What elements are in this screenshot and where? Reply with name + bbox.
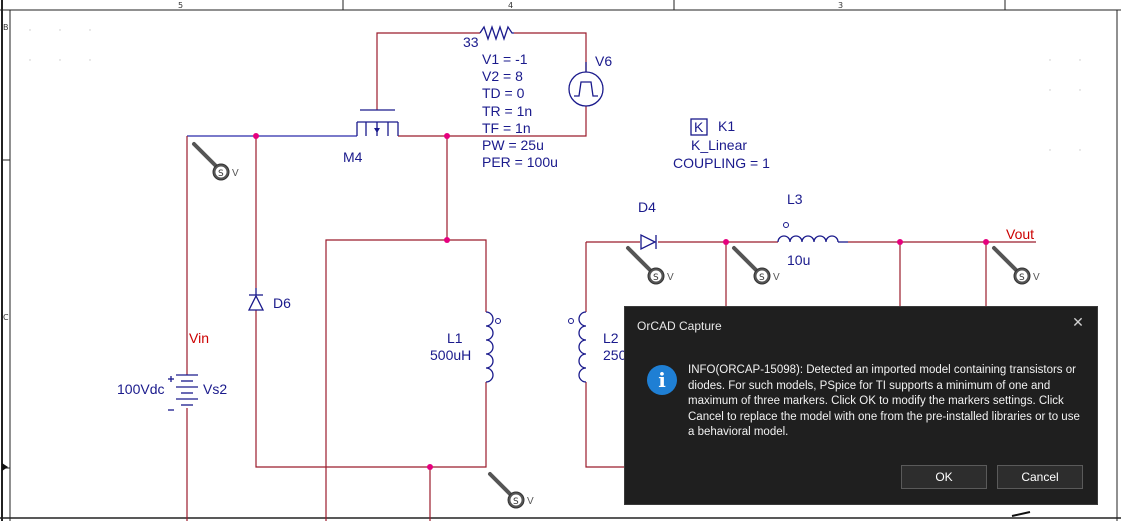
- coupling-symbol-letter: K: [694, 119, 704, 135]
- svg-text:V: V: [773, 272, 780, 283]
- l3-dot-icon: [783, 222, 789, 228]
- svg-text:S: S: [653, 273, 659, 283]
- inductor-l1-name[interactable]: L1: [447, 330, 463, 346]
- inductor-l2-name[interactable]: L2: [603, 330, 619, 346]
- voltage-probe-vout[interactable]: S V: [992, 246, 1040, 285]
- inductor-l3-symbol[interactable]: [777, 235, 839, 243]
- l1-dot-icon: [495, 318, 501, 324]
- dialog-titlebar[interactable]: OrCAD Capture ✕: [625, 307, 1097, 341]
- mosfet-m4-symbol[interactable]: [356, 109, 399, 136]
- diode-d4-name[interactable]: D4: [638, 199, 656, 215]
- wire-l1-bottom[interactable]: [429, 382, 487, 521]
- coupling-model[interactable]: K_Linear: [691, 137, 747, 153]
- voltage-probe-d4[interactable]: S V: [626, 246, 674, 285]
- v6-param-v1: V1 = -1: [482, 51, 528, 67]
- wire-v6-bottom[interactable]: [447, 106, 587, 137]
- vs2-name[interactable]: Vs2: [203, 381, 227, 397]
- info-dialog: OrCAD Capture ✕ i INFO(ORCAP-15098): Det…: [624, 306, 1098, 505]
- v6-param-pw: PW = 25u: [482, 137, 544, 153]
- wire-v6-top[interactable]: [514, 32, 587, 72]
- ruler-label-b: B: [3, 23, 9, 32]
- inductor-l3-name[interactable]: L3: [787, 191, 803, 207]
- inductor-l1-symbol[interactable]: [485, 311, 494, 383]
- svg-text:S: S: [218, 169, 224, 179]
- inductor-l2-symbol[interactable]: [578, 311, 587, 383]
- net-label-vin[interactable]: Vin: [189, 330, 209, 346]
- voltage-probe-l1[interactable]: S V: [488, 472, 534, 509]
- svg-text:V: V: [232, 168, 239, 179]
- coupling-symbol[interactable]: [690, 118, 708, 136]
- wire-l1-top[interactable]: [325, 239, 487, 521]
- svg-text:V: V: [667, 272, 674, 283]
- v6-param-per: PER = 100u: [482, 154, 558, 170]
- svg-text:S: S: [759, 273, 765, 283]
- resistor-value[interactable]: 33: [463, 34, 479, 50]
- wire-l2-bottom[interactable]: [585, 382, 624, 468]
- ok-button[interactable]: OK: [901, 465, 987, 489]
- net-label-vout[interactable]: Vout: [1006, 226, 1034, 242]
- mosfet-name[interactable]: M4: [343, 149, 363, 165]
- voltage-probe-vin[interactable]: S V: [192, 142, 239, 181]
- diode-d4-symbol[interactable]: [640, 233, 657, 251]
- v6-param-td: TD = 0: [482, 85, 525, 101]
- info-icon: i: [647, 365, 677, 395]
- cancel-button[interactable]: Cancel: [997, 465, 1083, 489]
- inductor-l1-value[interactable]: 500uH: [430, 347, 471, 363]
- v6-name[interactable]: V6: [595, 53, 612, 69]
- v6-params[interactable]: V1 = -1 V2 = 8 TD = 0 TR = 1n TF = 1n PW…: [482, 51, 558, 170]
- svg-text:S: S: [1019, 273, 1025, 283]
- ruler-label-c: C: [3, 313, 9, 322]
- close-icon[interactable]: ✕: [1072, 314, 1084, 330]
- wire-d6-bottom[interactable]: [255, 310, 430, 468]
- wire-gate-left[interactable]: [376, 32, 480, 110]
- diode-d6-symbol[interactable]: [247, 288, 265, 311]
- svg-text:V: V: [527, 496, 534, 507]
- dialog-title: OrCAD Capture: [637, 319, 722, 333]
- diode-d6-name[interactable]: D6: [273, 295, 291, 311]
- v6-source-symbol[interactable]: [568, 71, 604, 107]
- resistor-symbol[interactable]: [479, 24, 514, 42]
- l2-dot-icon: [568, 318, 574, 324]
- grid-dots: [29, 29, 1081, 151]
- vs2-source-symbol[interactable]: [168, 374, 198, 411]
- ruler-label-5: 5: [178, 1, 183, 10]
- v6-param-tf: TF = 1n: [482, 120, 531, 136]
- ruler-arrow-icon: [2, 463, 8, 471]
- pulse-icon: [574, 81, 598, 97]
- junction-dots: [253, 133, 989, 470]
- vs2-value[interactable]: 100Vdc: [117, 381, 164, 397]
- voltage-probe-l3[interactable]: S V: [732, 246, 780, 285]
- ruler-label-3: 3: [838, 1, 843, 10]
- cursor-mark: [1011, 511, 1031, 517]
- svg-text:S: S: [513, 497, 519, 507]
- coupling-value[interactable]: COUPLING = 1: [673, 155, 770, 171]
- inductor-l2-value[interactable]: 250: [603, 347, 627, 363]
- inductor-l3-value[interactable]: 10u: [787, 252, 810, 268]
- ruler-label-4: 4: [508, 1, 513, 10]
- coupling-name[interactable]: K1: [718, 118, 735, 134]
- svg-text:V: V: [1033, 272, 1040, 283]
- v6-param-v2: V2 = 8: [482, 68, 523, 84]
- dialog-message: INFO(ORCAP-15098): Detected an imported …: [688, 364, 1080, 438]
- v6-param-tr: TR = 1n: [482, 103, 532, 119]
